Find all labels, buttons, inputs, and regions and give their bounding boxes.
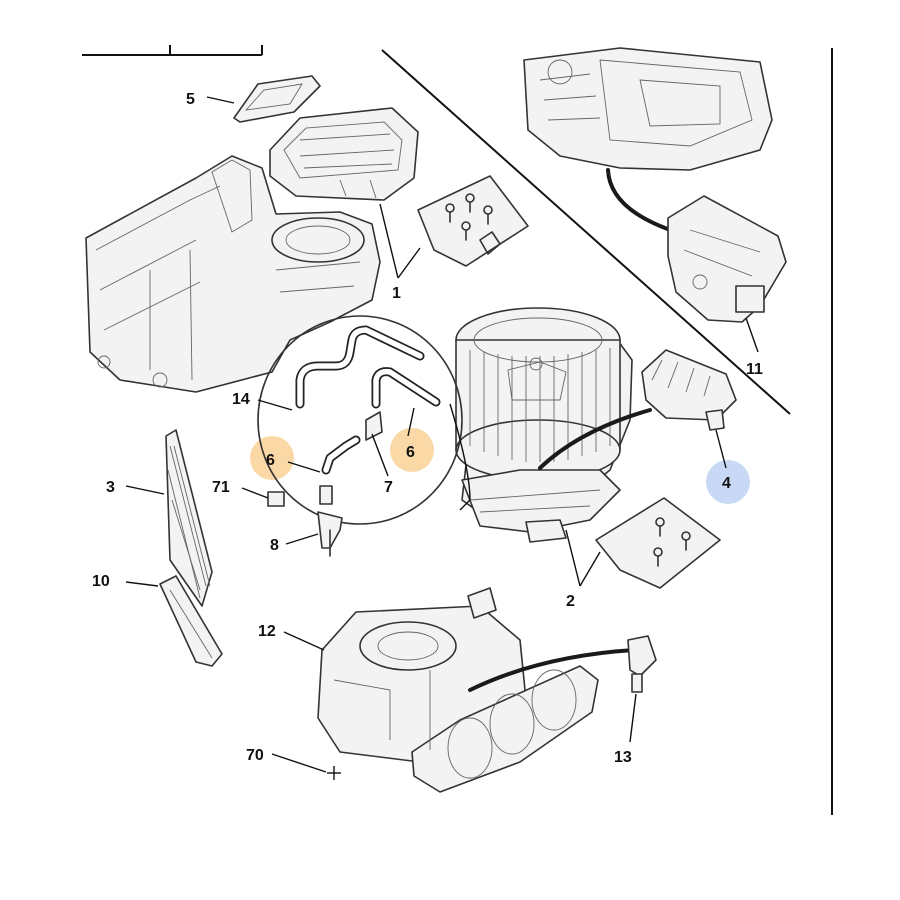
callout-11: 11: [746, 361, 763, 378]
filter-frame-icon[interactable]: [159, 575, 223, 667]
sensor-icon[interactable]: [468, 635, 657, 693]
callout-6a: 6: [266, 452, 275, 469]
callout-3: 3: [106, 479, 115, 496]
clip-icon[interactable]: [267, 491, 285, 507]
callout-71: 71: [212, 479, 230, 496]
highlight-marker-6b: [390, 428, 434, 472]
highlight-marker-4: [706, 460, 750, 504]
hose-assembly-icon[interactable]: [257, 315, 471, 525]
gasket-icon[interactable]: [233, 75, 321, 123]
callout-13: 13: [614, 749, 632, 766]
cabin-filter-icon[interactable]: [165, 429, 213, 607]
blower-motor-icon[interactable]: [455, 307, 633, 543]
callout-8: 8: [270, 537, 279, 554]
screw-kit-icon-2[interactable]: [595, 497, 721, 589]
callout-labels: 5 1 14 6 6 7 3 71 4 8 10 2 11 12 70 13: [92, 91, 763, 766]
callout-10: 10: [92, 573, 110, 590]
cross-marker-icon: [327, 766, 341, 780]
resistor-icon[interactable]: [538, 349, 737, 470]
diagram-frame: [82, 45, 833, 815]
callout-14: 14: [232, 391, 250, 408]
heater-housing-icon[interactable]: [85, 155, 381, 393]
inset-housing-icon[interactable]: [523, 47, 773, 171]
lower-blower-icon[interactable]: [317, 587, 599, 793]
callout-4: 4: [722, 475, 731, 492]
callout-7: 7: [384, 479, 393, 496]
flap-housing-icon[interactable]: [269, 107, 419, 201]
drain-valve-icon[interactable]: [317, 511, 343, 557]
screw-kit-icon[interactable]: [417, 175, 529, 267]
callout-70: 70: [246, 747, 264, 764]
callout-2: 2: [566, 593, 575, 610]
leader-lines: [125, 96, 759, 773]
callout-5: 5: [186, 91, 195, 108]
callout-12: 12: [258, 623, 276, 640]
callout-1: 1: [392, 285, 401, 302]
actuator-icon[interactable]: [606, 168, 787, 323]
callout-6b: 6: [406, 444, 415, 461]
